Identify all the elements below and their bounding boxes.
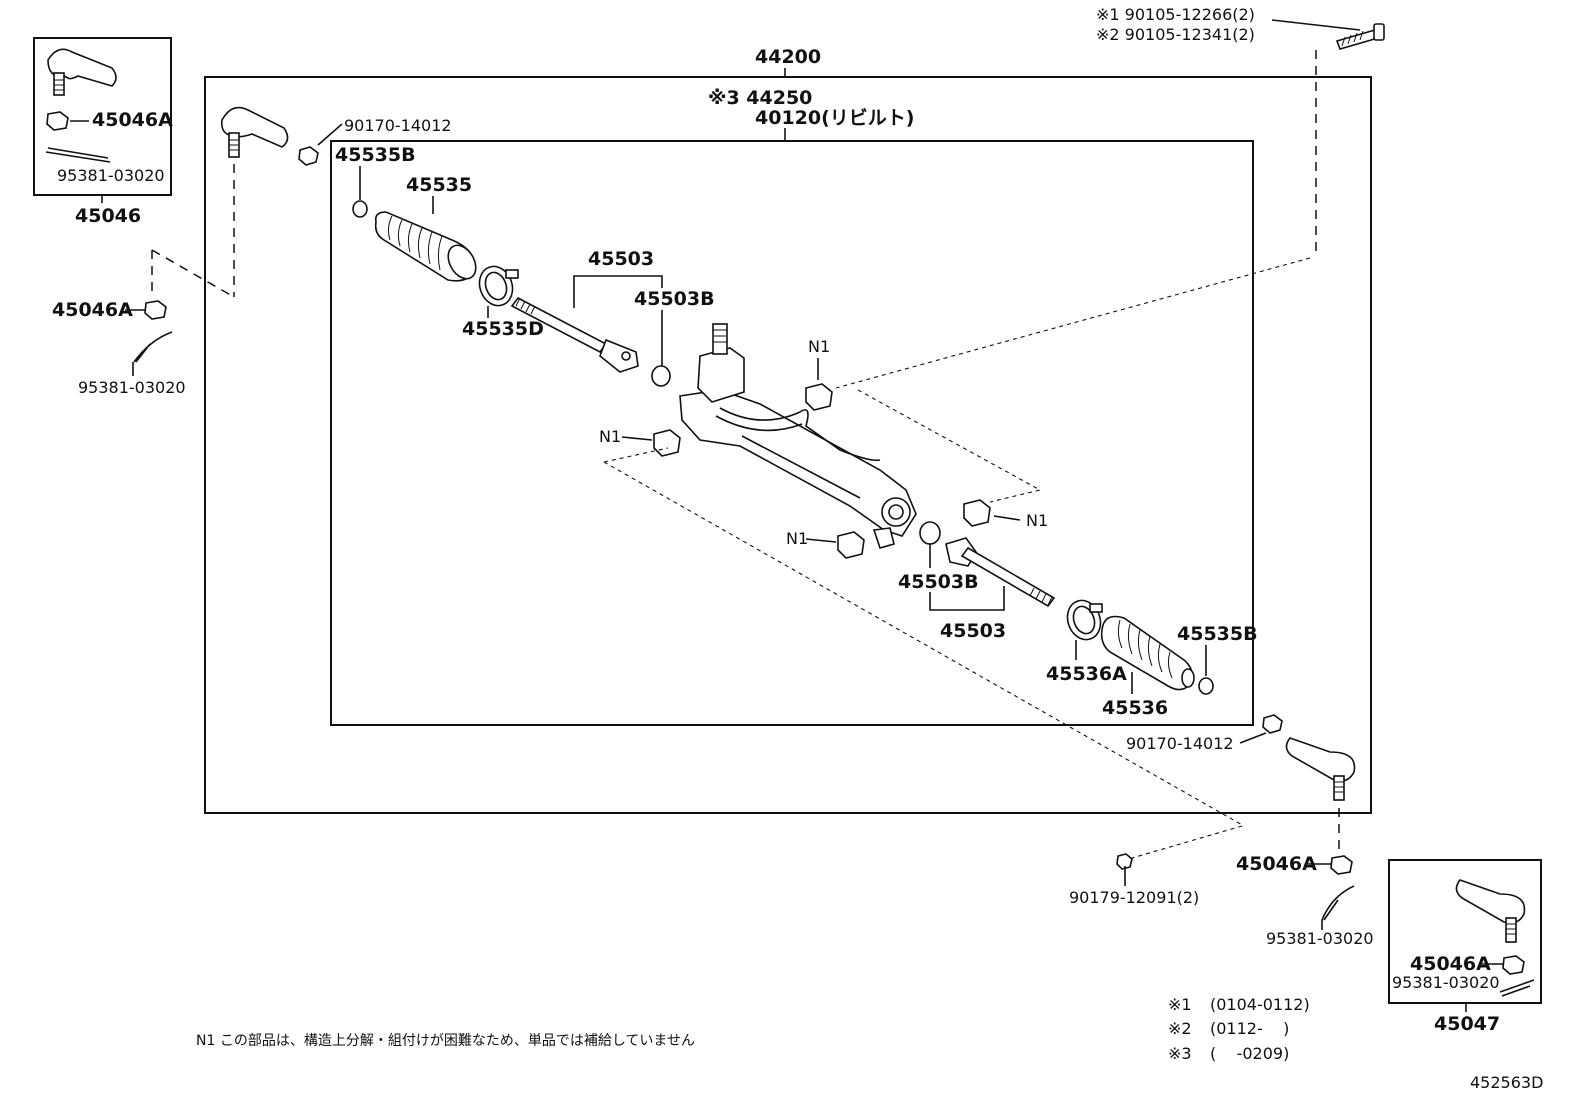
- legend-mark-1: ※1: [1168, 995, 1192, 1014]
- label-bolt-note-2: ※2 90105-12341(2): [1096, 25, 1255, 44]
- label-clamp-right: 45535B: [1177, 623, 1258, 645]
- bottom-grommet-icon: [1116, 853, 1133, 870]
- label-n1-a: N1: [808, 337, 830, 356]
- inset-right-cotter-pin-icon: [1499, 979, 1535, 997]
- inset-left-cotter-pin-icon: [45, 147, 111, 163]
- label-assembly-sub-1: ※3 44250: [708, 87, 812, 109]
- legend-mark-2: ※2: [1168, 1019, 1192, 1038]
- label-washer-left: 45503B: [634, 288, 715, 310]
- label-bottom-grommet: 90179-12091(2): [1069, 888, 1199, 907]
- right-outer-nut-icon: [1330, 855, 1353, 875]
- inset-right-assy-label: 45047: [1434, 1013, 1500, 1035]
- label-n1-c: N1: [1026, 511, 1048, 530]
- label-boot-left: 45535: [406, 174, 472, 196]
- right-tie-rod-end: [1285, 737, 1356, 801]
- label-n1-d: N1: [786, 529, 808, 548]
- label-clamp-left-d: 45535D: [462, 318, 544, 340]
- label-rod-right: 45503: [940, 620, 1006, 642]
- left-lock-washer: [651, 365, 671, 387]
- n1-bushing-d: [837, 531, 865, 559]
- label-n1-b: N1: [599, 427, 621, 446]
- label-assembly-main: 44200: [755, 46, 821, 68]
- label-end-nut-left: 90170-14012: [344, 116, 452, 135]
- left-end-nut-icon: [298, 146, 319, 166]
- mounting-bolt: [1335, 23, 1385, 50]
- inset-right-frame: [1388, 859, 1542, 1004]
- legend-range-3: ( -0209): [1210, 1044, 1289, 1063]
- label-nut-right-out: 45046A: [1236, 853, 1317, 875]
- right-inner-tie-rod: [945, 537, 1056, 608]
- outer-assembly-frame: [204, 76, 1372, 814]
- inset-right-nut-icon: [1502, 955, 1525, 975]
- inset-right-tie-rod-end: [1455, 879, 1526, 943]
- label-nut-left-out: 45046A: [52, 299, 133, 321]
- label-pin-right-out: 95381-03020: [1266, 929, 1374, 948]
- right-small-clamp: [1198, 677, 1214, 695]
- label-pin-left-out: 95381-03020: [78, 378, 186, 397]
- legend-range-2: (0112- ): [1210, 1019, 1289, 1038]
- label-rod-left: 45503: [588, 248, 654, 270]
- n1-bushing-c: [963, 499, 991, 527]
- inset-left-assy-label: 45046: [75, 205, 141, 227]
- right-rack-boot: [1100, 615, 1195, 691]
- label-washer-right: 45503B: [898, 571, 979, 593]
- inset-left-pin-label: 95381-03020: [57, 166, 165, 185]
- left-tie-rod-end: [220, 106, 289, 158]
- left-small-clamp: [352, 200, 368, 218]
- label-assembly-sub-2: 40120(リビルト): [755, 107, 914, 129]
- n1-bushing-b: [653, 429, 681, 457]
- label-bolt-note-1: ※1 90105-12266(2): [1096, 5, 1255, 24]
- right-end-nut-icon: [1262, 714, 1283, 734]
- left-inner-tie-rod: [510, 296, 639, 373]
- label-clamp-left-top: 45535B: [335, 144, 416, 166]
- inner-assembly-frame: [330, 140, 1254, 726]
- inset-left-nut-label: 45046A: [92, 109, 173, 131]
- right-outer-pin-icon: [1321, 885, 1355, 921]
- n1-bushing-a: [805, 383, 833, 411]
- left-large-clamp: [478, 265, 519, 307]
- label-clamp-right-a: 45536A: [1046, 663, 1127, 685]
- legend-mark-3: ※3: [1168, 1044, 1192, 1063]
- steering-rack-housing: [679, 323, 917, 549]
- right-lock-washer: [919, 521, 941, 545]
- figure-id: 452563D: [1470, 1073, 1543, 1092]
- inset-left-tie-rod-end: [47, 48, 117, 96]
- inset-right-nut-label: 45046A: [1410, 953, 1491, 975]
- inset-right-pin-label: 95381-03020: [1392, 973, 1500, 992]
- footnote-n1: N1 この部品は、構造上分解・組付けが困難なため、単品では補給していません: [196, 1033, 695, 1049]
- left-outer-pin-icon: [133, 331, 173, 363]
- legend-range-1: (0104-0112): [1210, 995, 1310, 1014]
- right-large-clamp: [1066, 599, 1103, 641]
- label-boot-right: 45536: [1102, 697, 1168, 719]
- left-outer-nut-icon: [144, 300, 167, 320]
- label-end-nut-right: 90170-14012: [1126, 734, 1234, 753]
- left-rack-boot: [374, 211, 477, 282]
- inset-left-nut-icon: [46, 111, 69, 131]
